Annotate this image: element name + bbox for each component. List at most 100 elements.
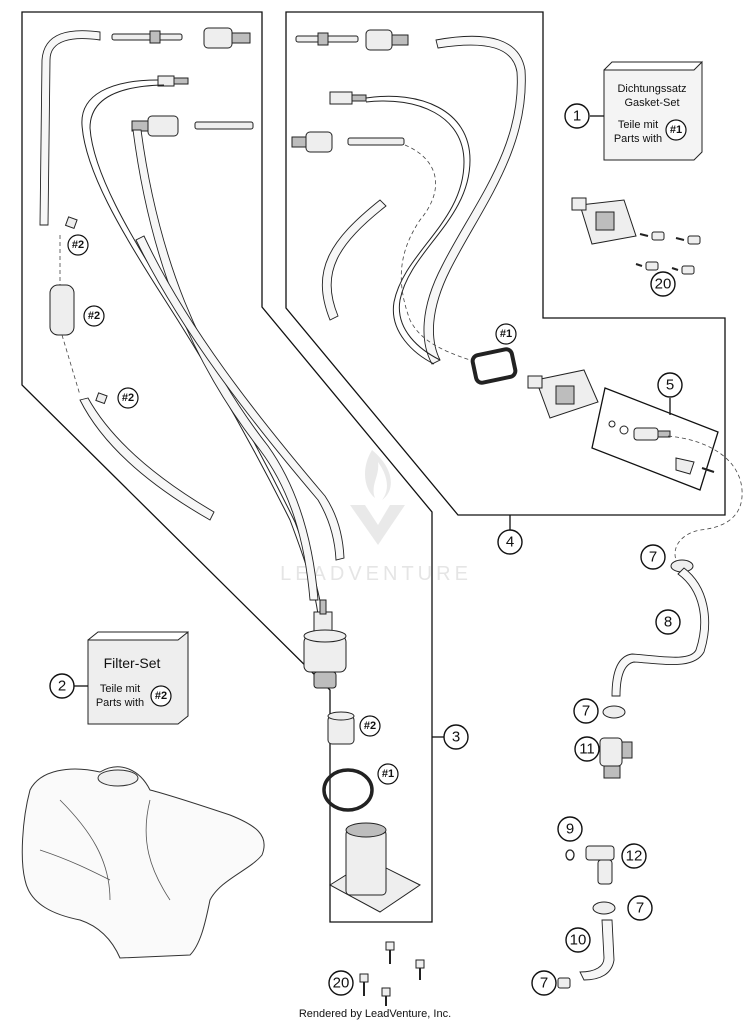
- callout-3[interactable]: 3: [443, 724, 469, 750]
- quick-connector-right-mid: [291, 131, 333, 153]
- ref-gasket-top: #1: [495, 323, 517, 345]
- hose-fitting-top-a: [111, 30, 183, 44]
- svg-text:7: 7: [582, 703, 590, 720]
- group-3-outline: [21, 11, 433, 923]
- watermark-text: LEADVENTURE: [280, 563, 472, 585]
- hose-route-dashed-right: [400, 144, 471, 361]
- filter-set-box: Filter-Set Teile mit Parts with #2: [87, 630, 189, 725]
- fuel-tank: [21, 766, 265, 959]
- callout-7-upper[interactable]: 7: [640, 544, 666, 570]
- hose-fitting-top-b: [295, 32, 359, 46]
- fuel-hose-outlet-lower: [579, 919, 615, 981]
- svg-text:7: 7: [540, 975, 548, 992]
- hose-clamp-small-a: [64, 216, 78, 230]
- screws-set-bottom: [359, 941, 425, 1006]
- callout-8[interactable]: 8: [655, 609, 681, 635]
- fuel-pump: [303, 599, 347, 689]
- svg-text:12: 12: [626, 848, 643, 865]
- wire-loom-right: [365, 95, 471, 361]
- hose-clamp-small-b: [95, 392, 108, 405]
- callout-9[interactable]: 9: [557, 816, 583, 842]
- group-4-outline: [285, 11, 726, 516]
- wire-loom-left: [81, 79, 319, 616]
- fuel-hose-right-top: [423, 35, 526, 365]
- svg-text:#1: #1: [382, 768, 394, 780]
- svg-text:1: 1: [573, 108, 581, 125]
- pump-housing-flange: [329, 822, 421, 913]
- callout-7-middle[interactable]: 7: [573, 698, 599, 724]
- callout-7-bottom[interactable]: 7: [531, 970, 557, 996]
- screws-set-top: [635, 231, 701, 275]
- elbow-fitting: [585, 845, 615, 885]
- hose-clamp-bottom: [557, 977, 571, 989]
- svg-text:9: 9: [566, 821, 574, 838]
- svg-text:4: 4: [506, 534, 514, 551]
- filter-set-line2: Parts with: [96, 697, 144, 709]
- ref-filter-hose-a: #2: [67, 234, 89, 256]
- fuel-hose-right-mid: [321, 199, 387, 321]
- svg-text:5: 5: [666, 377, 674, 394]
- callout-10[interactable]: 10: [565, 927, 591, 953]
- svg-text:10: 10: [570, 932, 587, 949]
- filter-set-line1: Teile mit: [100, 683, 140, 695]
- svg-text:20: 20: [655, 276, 672, 293]
- gasket-seal: [470, 347, 518, 385]
- svg-text:20: 20: [333, 975, 350, 992]
- group-5-outline: [591, 387, 719, 491]
- callout-5[interactable]: 5: [657, 372, 683, 398]
- fuel-hose-lower: [79, 397, 215, 521]
- callout-7-lower[interactable]: 7: [627, 895, 653, 921]
- hose-clamp-lower: [592, 901, 616, 915]
- fuel-hose-outlet-bent: [611, 567, 710, 697]
- svg-text:#2: #2: [364, 720, 376, 732]
- callout-20-top[interactable]: 20: [650, 271, 676, 297]
- o-ring-small: [565, 849, 575, 861]
- flange-with-gasket: [571, 197, 637, 245]
- hose-fitting-mid: [194, 121, 254, 130]
- gasket-set-box: Dichtungssatz Gasket-Set Teile mit Parts…: [603, 60, 703, 161]
- svg-text:7: 7: [636, 900, 644, 917]
- pump-seal-ring: [322, 768, 374, 812]
- callout-1[interactable]: 1: [564, 103, 590, 129]
- svg-text:7: 7: [649, 549, 657, 566]
- fuel-hose-left: [39, 30, 101, 226]
- quick-connector-top-a: [203, 27, 251, 49]
- gasket-set-line1: Dichtungssatz: [617, 83, 686, 95]
- callout-11[interactable]: 11: [574, 736, 600, 762]
- svg-text:8: 8: [664, 614, 672, 631]
- filter-set-title: Filter-Set: [104, 655, 161, 671]
- electrical-plug-right: [329, 91, 367, 105]
- callout-12[interactable]: 12: [621, 843, 647, 869]
- svg-text:3: 3: [452, 729, 460, 746]
- footer-credit: Rendered by LeadVenture, Inc.: [298, 1008, 452, 1020]
- fuel-hose-center: [132, 129, 319, 601]
- svg-text:#2: #2: [88, 310, 100, 322]
- callout-2[interactable]: 2: [49, 673, 75, 699]
- callout-20-bottom[interactable]: 20: [328, 970, 354, 996]
- gasket-set-line3: Teile mit: [618, 119, 658, 131]
- ref-filter-inline: #2: [83, 305, 105, 327]
- ref-pump-filter: #2: [359, 715, 381, 737]
- ref-filter-hose-b: #2: [117, 387, 139, 409]
- gasket-set-line2: Gasket-Set: [624, 97, 679, 109]
- gasket-set-line4: Parts with: [614, 133, 662, 145]
- svg-text:#2: #2: [122, 392, 134, 404]
- inline-fuel-filter: [49, 235, 81, 396]
- fuel-flange-assembly: [527, 369, 599, 419]
- electrical-plug-left: [157, 75, 189, 87]
- callout-4[interactable]: 4: [497, 529, 523, 555]
- watermark-logo: LEADVENTURE: [280, 450, 472, 585]
- hose-fitting-right-mid: [347, 137, 405, 146]
- svg-text:#1: #1: [670, 124, 682, 136]
- pressure-regulator: [608, 420, 715, 475]
- ref-pump-seal: #1: [377, 763, 399, 785]
- svg-text:#1: #1: [500, 328, 512, 340]
- quick-connector-top-b: [365, 29, 409, 51]
- hose-clamp-middle: [602, 705, 626, 719]
- svg-text:#2: #2: [155, 690, 167, 702]
- pump-filter: [327, 711, 355, 745]
- svg-text:2: 2: [58, 678, 66, 695]
- svg-text:#2: #2: [72, 239, 84, 251]
- quick-connector-outlet: [599, 737, 633, 779]
